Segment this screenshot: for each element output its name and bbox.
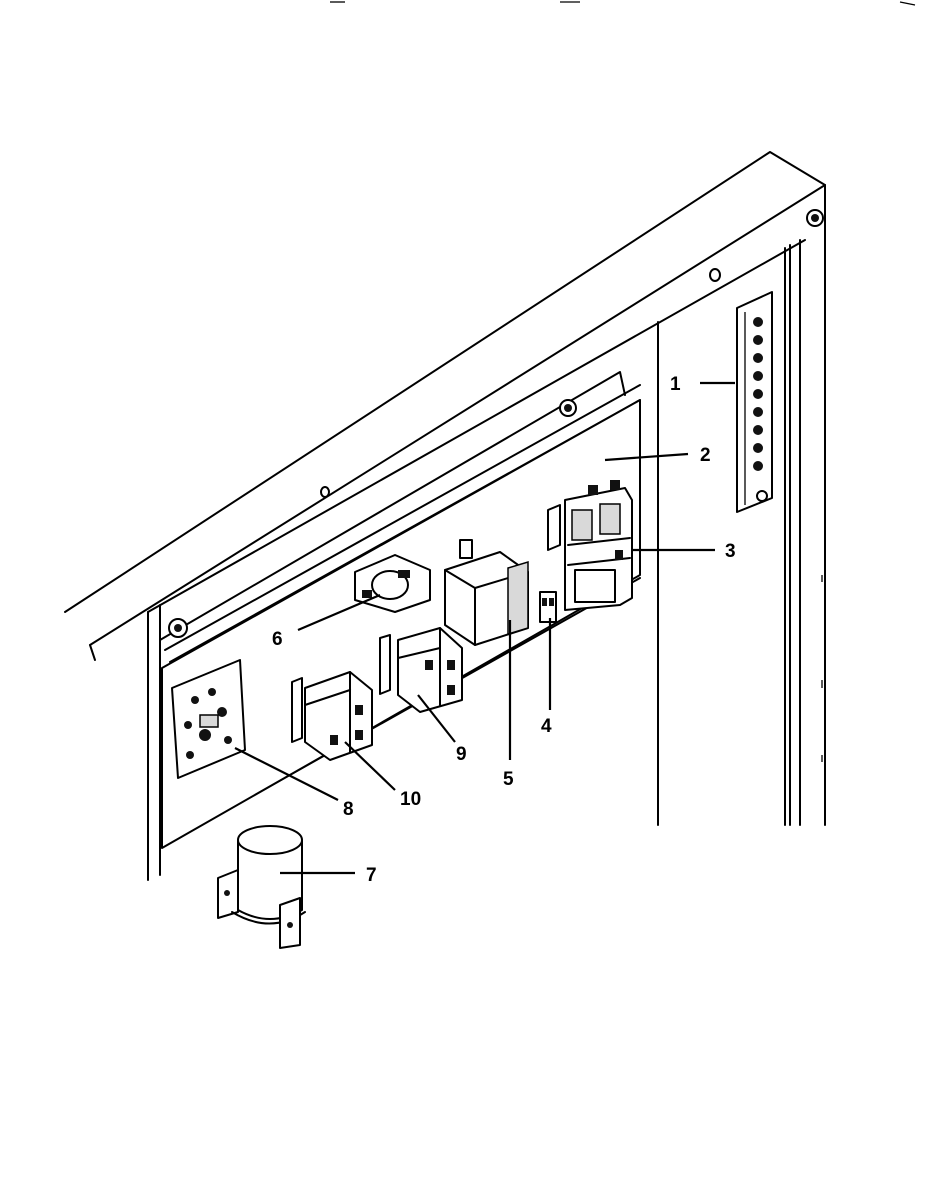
- leader-8: [234, 747, 339, 801]
- leader-lines: [234, 381, 735, 875]
- callout-1: 1: [670, 374, 681, 395]
- terminal-strip: [736, 291, 773, 513]
- callout-2: 2: [700, 445, 711, 466]
- capacitor: [217, 825, 306, 949]
- terminal-connector: [539, 591, 557, 623]
- callout-5: 5: [503, 769, 514, 790]
- callout-7: 7: [366, 865, 377, 886]
- callout-10: 10: [400, 789, 421, 810]
- leader-10: [344, 741, 396, 791]
- callout-labels: 1 2 3 4 5 6 7 8 9 10: [272, 374, 736, 886]
- transformer: [444, 539, 529, 646]
- control-board: [171, 659, 246, 779]
- relay-10: [291, 671, 373, 761]
- leader-9: [417, 694, 456, 743]
- component-mounting-panel: [161, 399, 641, 849]
- callout-4: 4: [541, 716, 552, 737]
- top-edge-marks: [330, 1, 916, 6]
- contactor: [547, 480, 633, 611]
- callout-9: 9: [456, 744, 467, 765]
- relay-9: [379, 627, 463, 713]
- leader-6: [297, 593, 381, 632]
- callout-3: 3: [725, 541, 736, 562]
- leader-2: [604, 452, 689, 462]
- callout-8: 8: [343, 799, 354, 820]
- callout-6: 6: [272, 629, 283, 650]
